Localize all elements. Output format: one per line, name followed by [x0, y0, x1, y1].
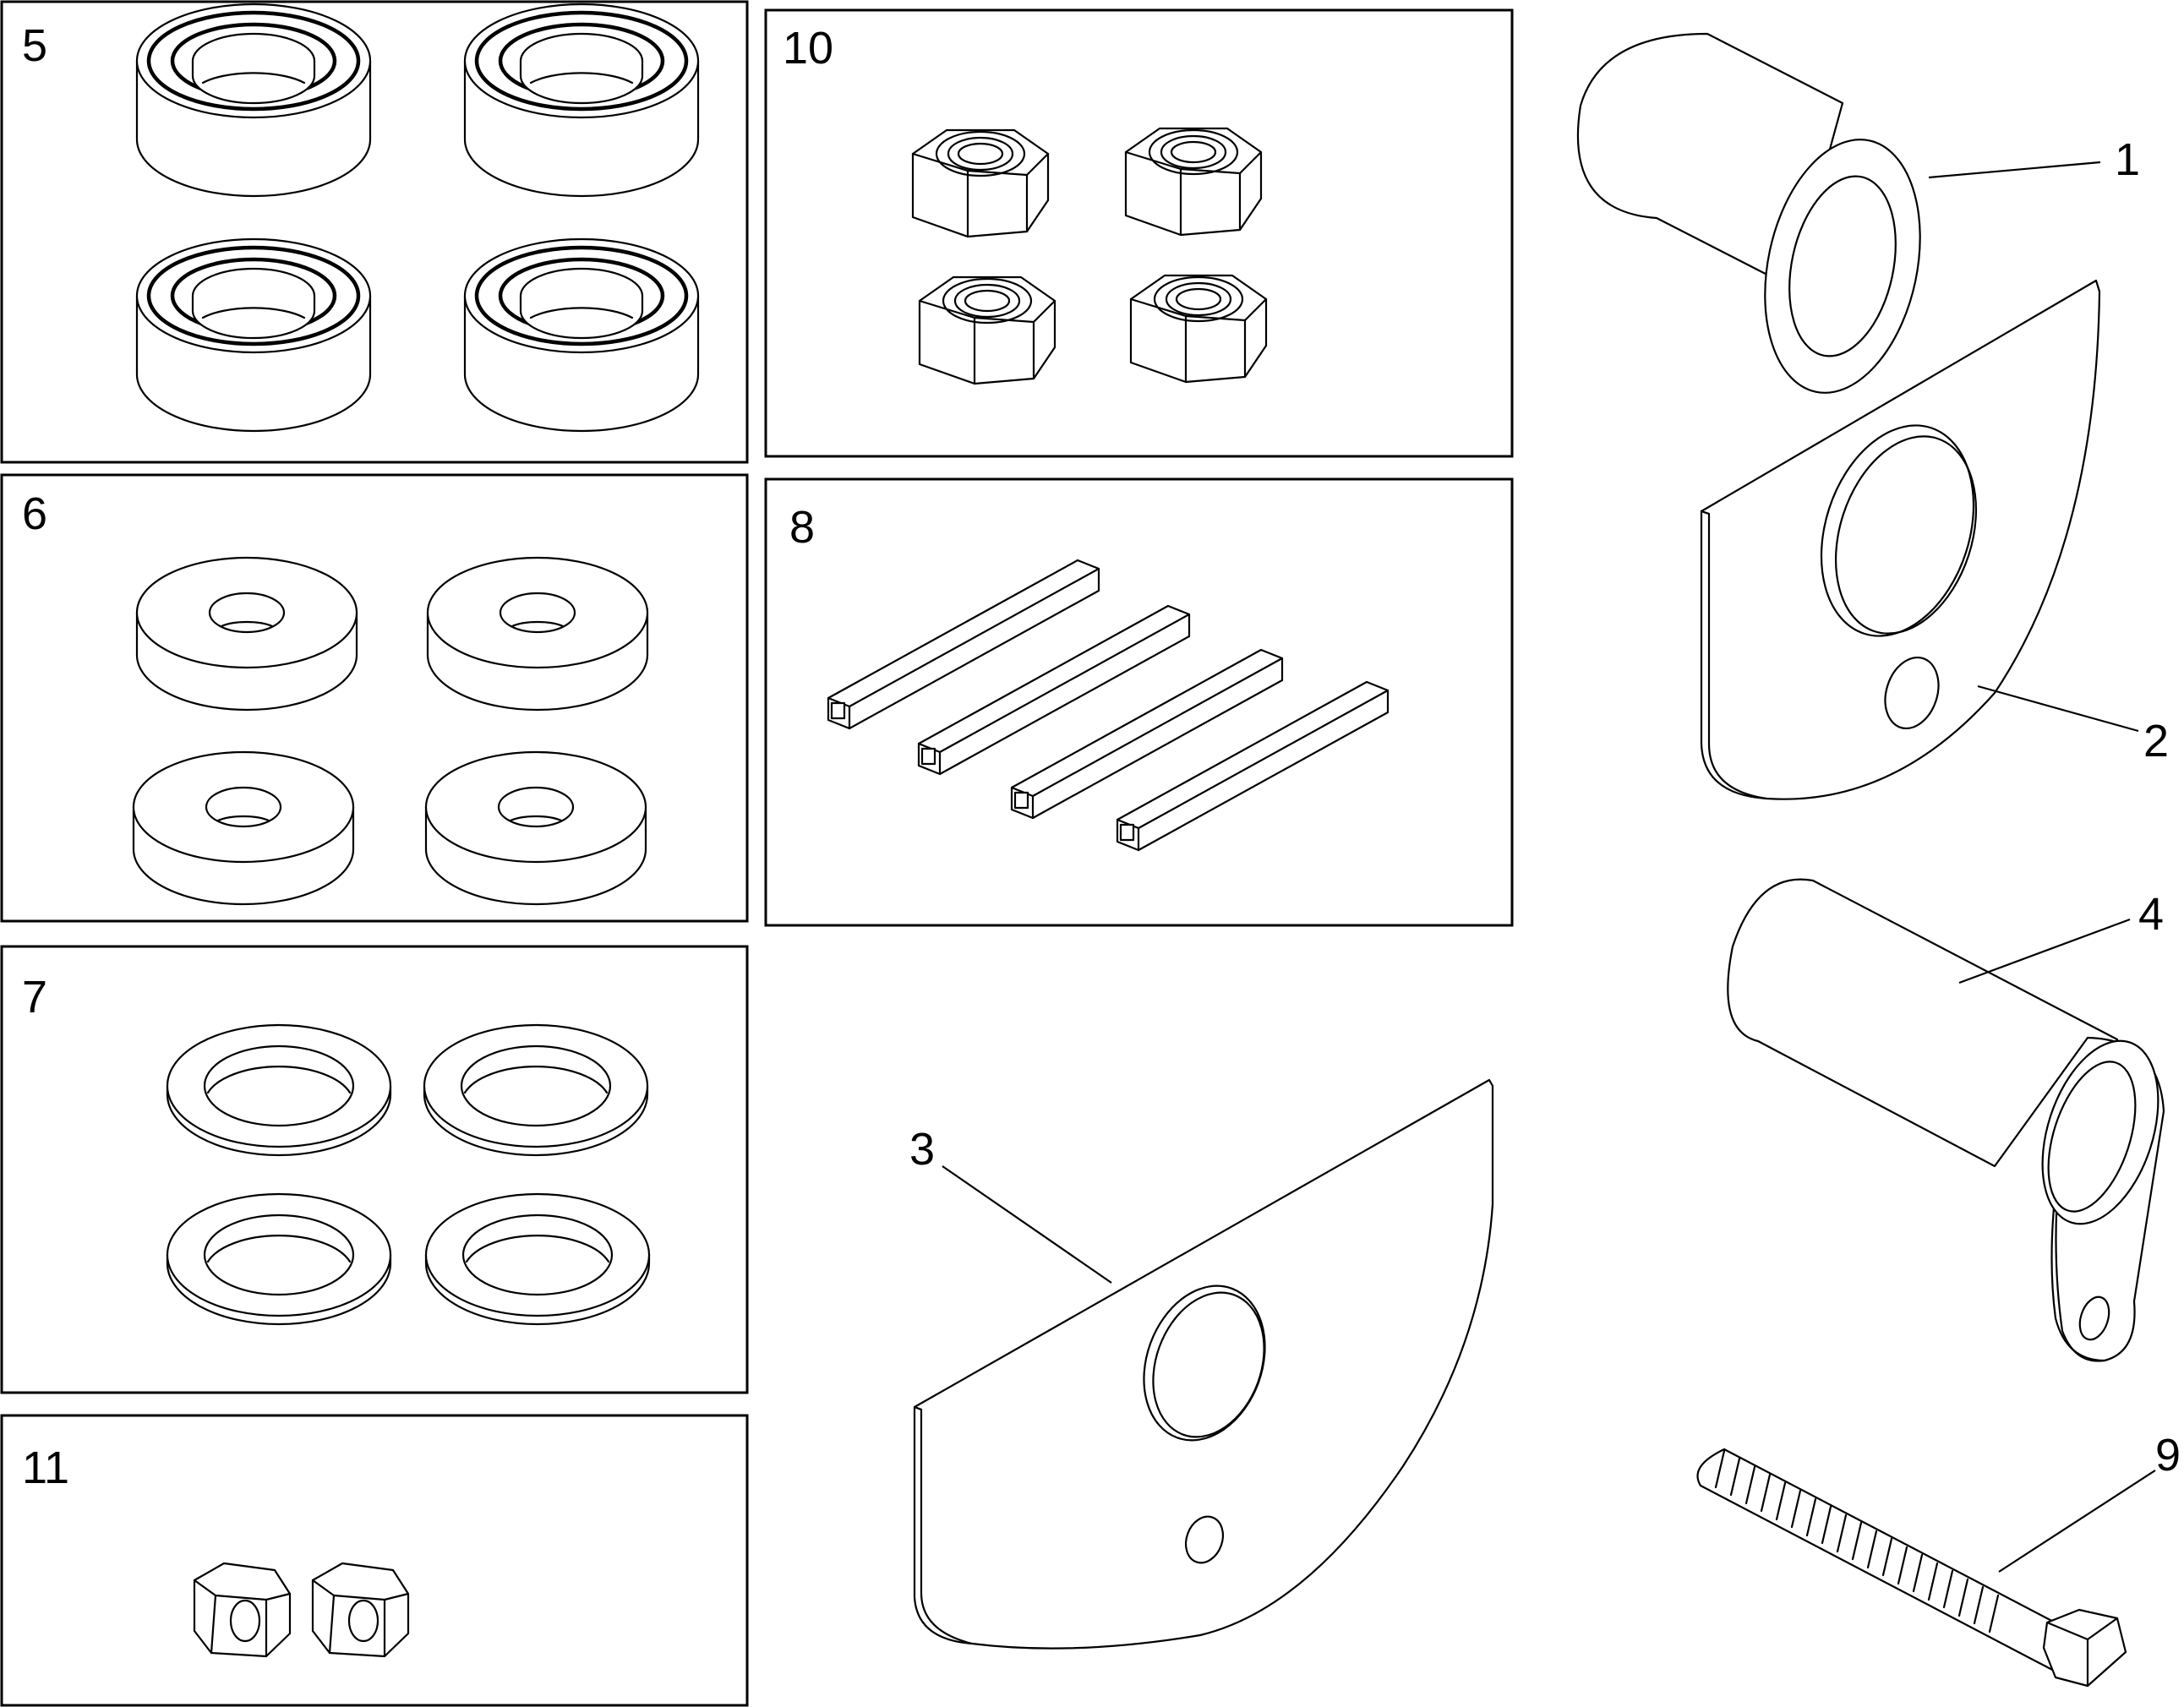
spacer [135, 556, 358, 712]
callout-8: 8 [789, 502, 815, 553]
callout-1: 1 [2115, 134, 2140, 185]
hex-nut [193, 1562, 292, 1658]
spacer [132, 750, 355, 906]
callout-6: 6 [22, 488, 47, 539]
washer [424, 1192, 651, 1326]
box-part-8: 8 [764, 477, 1514, 927]
box-part-6: 6 [0, 473, 749, 923]
washer [166, 1192, 392, 1326]
spacer [424, 750, 647, 906]
bearing [465, 239, 698, 431]
part-4-pivot-pin: 4 [1727, 878, 2165, 1362]
bearing [465, 4, 698, 196]
washer [166, 1023, 392, 1157]
callout-3: 3 [909, 1124, 935, 1175]
part-1-flanged-bushing: 1 [1576, 32, 2140, 394]
lock-nut [918, 275, 1057, 385]
callout-11: 11 [22, 1442, 69, 1493]
callout-9: 9 [2155, 1430, 2181, 1481]
part-2-mounting-plate: 2 [1700, 279, 2169, 800]
box-part-5: 5 [0, 0, 749, 464]
bearing [137, 239, 370, 431]
lock-nut [1124, 127, 1263, 237]
lock-nut [911, 128, 1050, 238]
callout-10: 10 [783, 23, 833, 74]
part-3-large-plate: 3 [909, 1078, 1494, 1650]
spacer [426, 556, 649, 712]
part-9-hex-bolt: 9 [1696, 1430, 2181, 1688]
lock-nut [1129, 274, 1268, 384]
bearing [137, 4, 370, 196]
box-part-7: 7 [0, 945, 749, 1394]
hex-nut [311, 1562, 410, 1658]
callout-4: 4 [2138, 889, 2164, 940]
box-part-10: 10 [764, 8, 1514, 458]
washer [423, 1023, 649, 1157]
callout-2: 2 [2143, 716, 2169, 766]
callout-5: 5 [22, 20, 47, 71]
box-part-11: 11 [0, 1414, 749, 1707]
callout-7: 7 [22, 972, 47, 1023]
